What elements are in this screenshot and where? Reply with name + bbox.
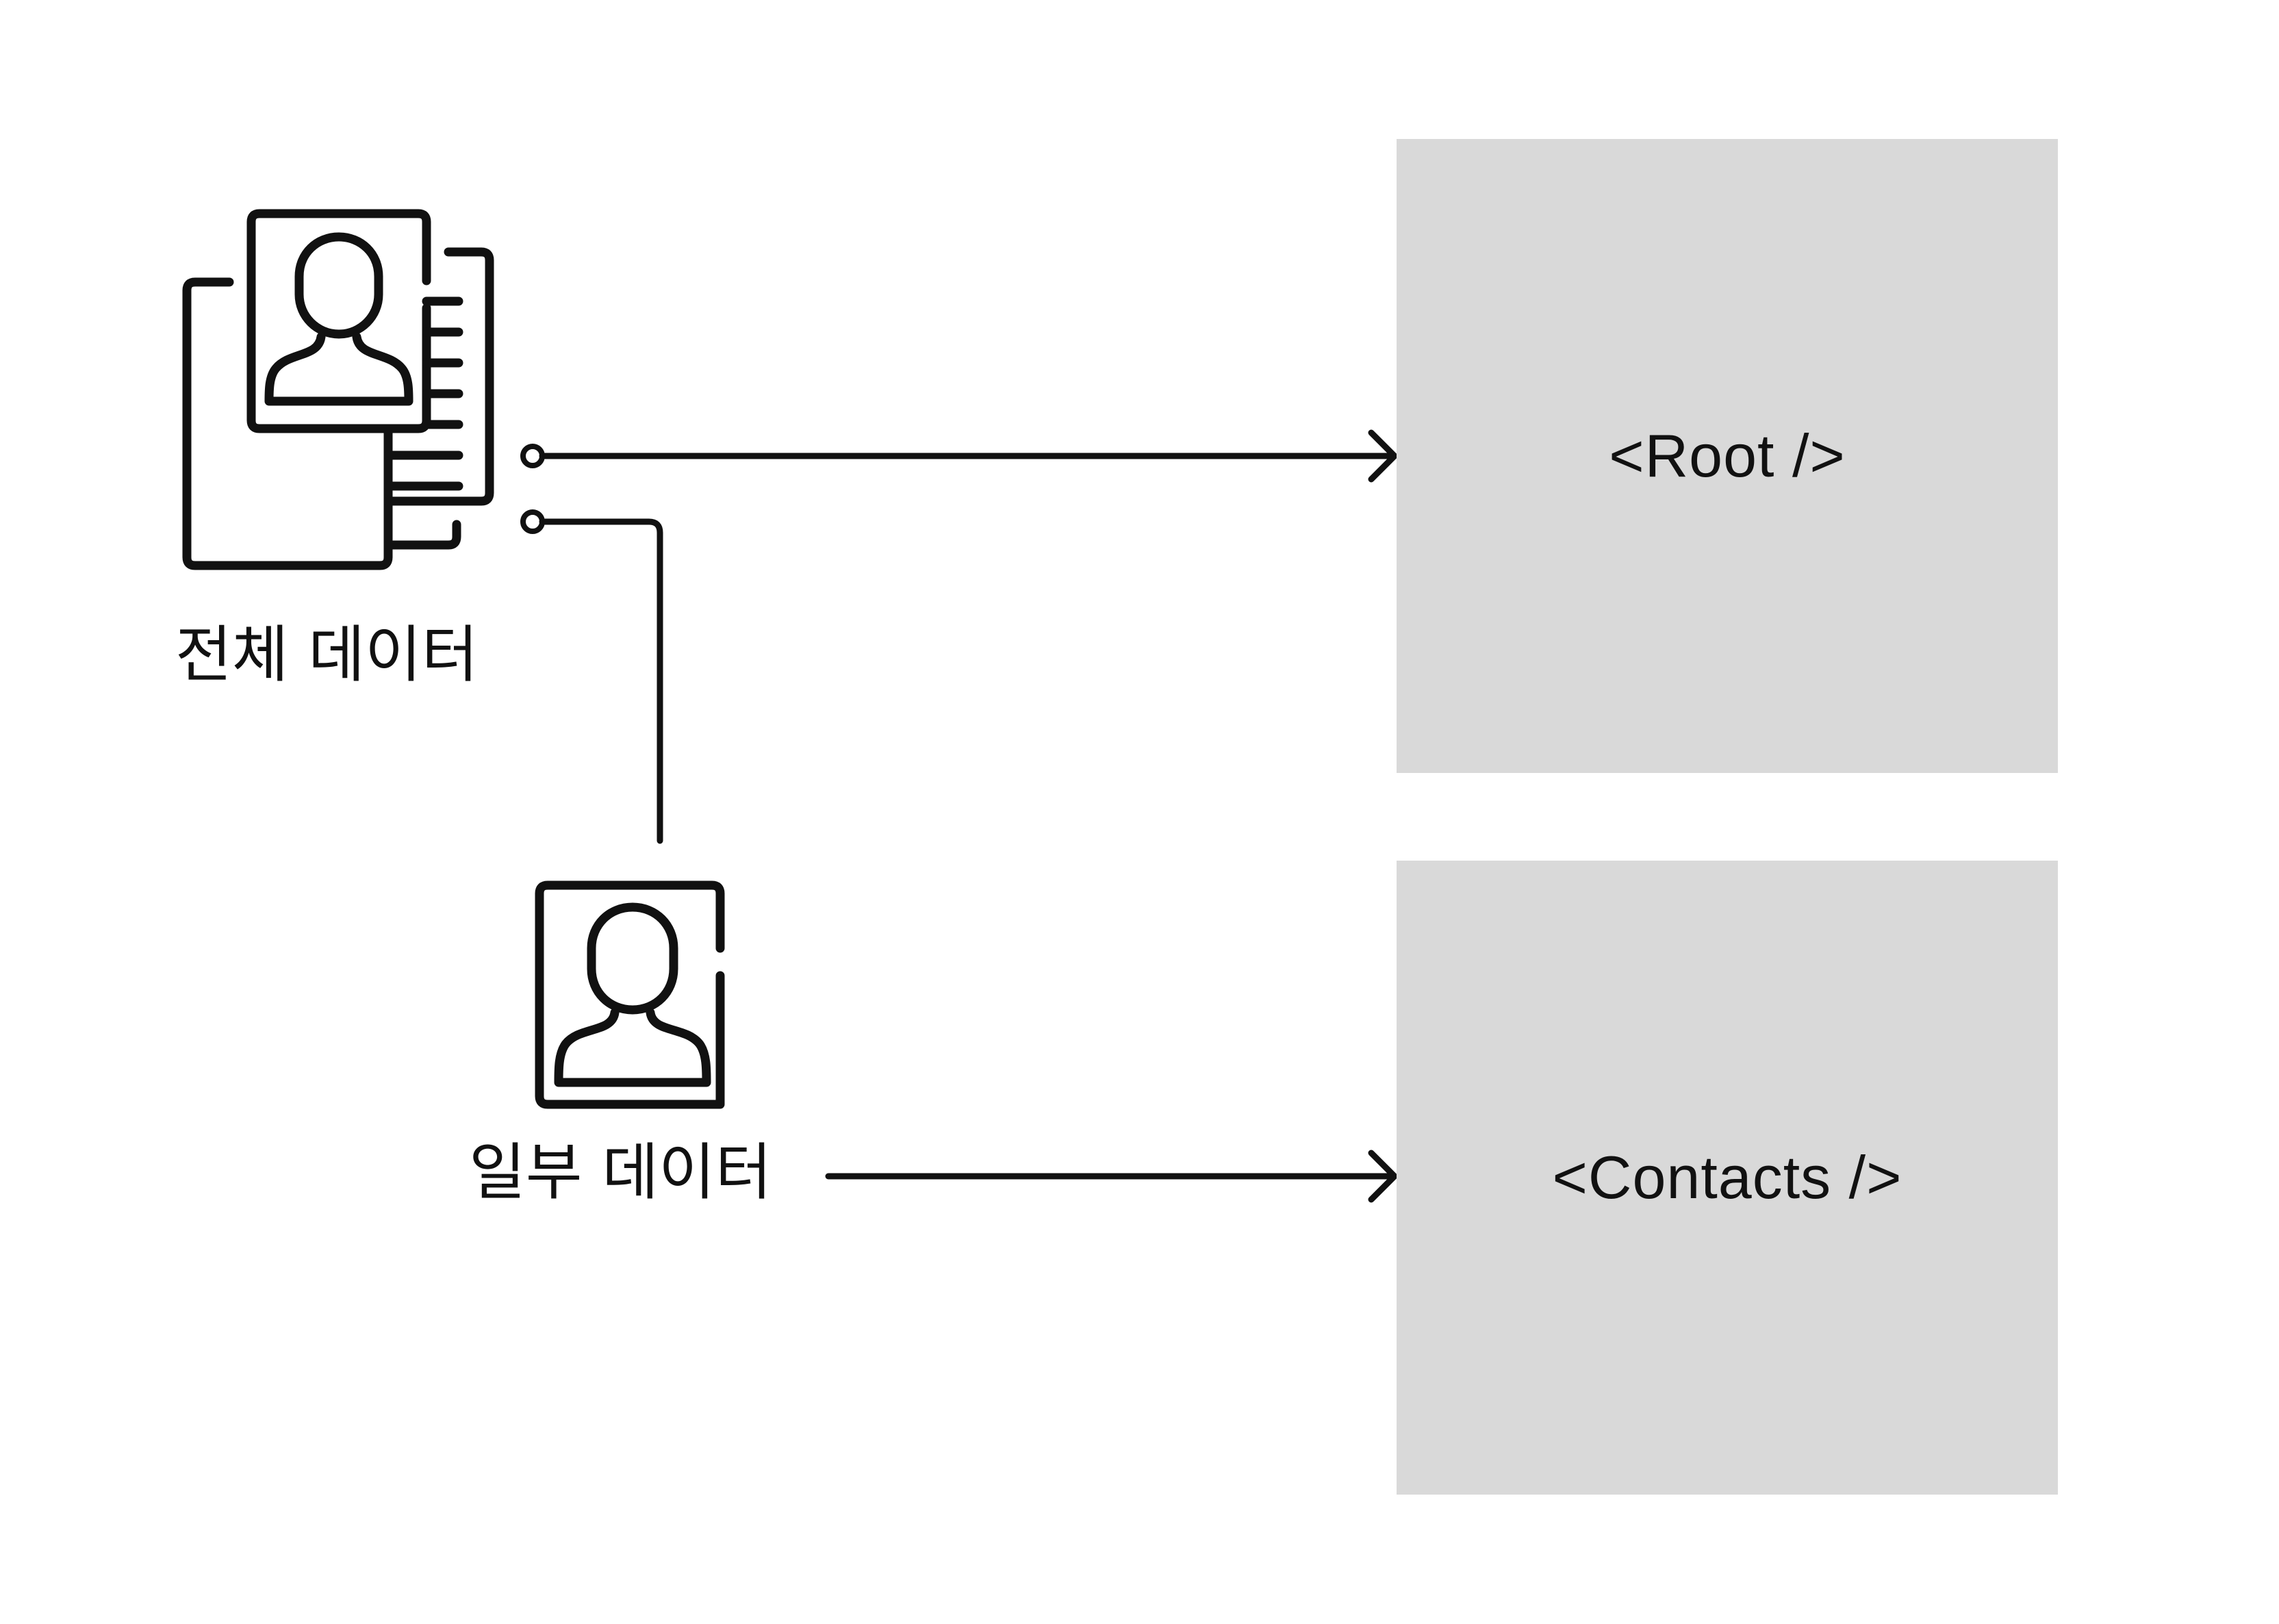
partial-data-label: 일부 데이터 [469, 1137, 772, 1208]
contact-cards-stack-icon [182, 209, 494, 570]
all-data-label: 전체 데이터 [175, 619, 479, 691]
contact-card-icon [535, 880, 725, 1109]
arrowhead-icon [1368, 1150, 1398, 1203]
edge-line [539, 518, 663, 844]
contacts-component-label: <Contacts /> [1552, 1143, 1902, 1211]
edge-all-data-to-partial-data [520, 509, 663, 844]
root-component-label: <Root /> [1609, 422, 1846, 490]
edge-partial-data-to-contacts [825, 1150, 1398, 1203]
contacts-component-box: <Contacts /> [1397, 861, 2058, 1495]
root-component-box: <Root /> [1397, 139, 2058, 773]
edge-all-data-to-root [520, 429, 1398, 483]
arrowhead-icon [1368, 429, 1398, 483]
